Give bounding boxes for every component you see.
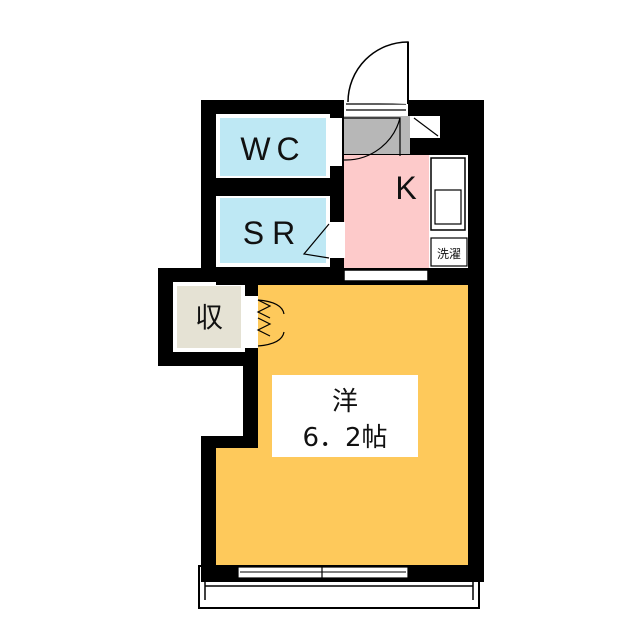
washer-label: 洗濯 — [437, 247, 461, 261]
kitchen-label: K — [395, 170, 416, 206]
wc-label: WC — [240, 131, 305, 167]
sr-door[interactable] — [302, 222, 345, 259]
balcony-window[interactable] — [237, 566, 409, 579]
shoe-box-diagonal — [413, 117, 439, 137]
western-room-label-plate — [272, 375, 418, 457]
front-door[interactable] — [344, 41, 409, 116]
wall-kitchen-room — [216, 268, 468, 285]
western-room-name: 洋 — [332, 387, 358, 417]
western-room-size: 6．2帖 — [302, 423, 387, 453]
kitchen-room-door[interactable] — [343, 269, 429, 282]
kitchen-floor — [344, 155, 429, 270]
wc-door[interactable] — [328, 117, 401, 166]
wall-wc-sr — [216, 178, 330, 196]
sr-label: SR — [243, 215, 303, 251]
washer-space: 洗濯 — [430, 237, 468, 267]
storage-door[interactable] — [241, 296, 285, 348]
kitchen-sink — [430, 157, 466, 231]
storage-label: 収 — [195, 301, 223, 334]
